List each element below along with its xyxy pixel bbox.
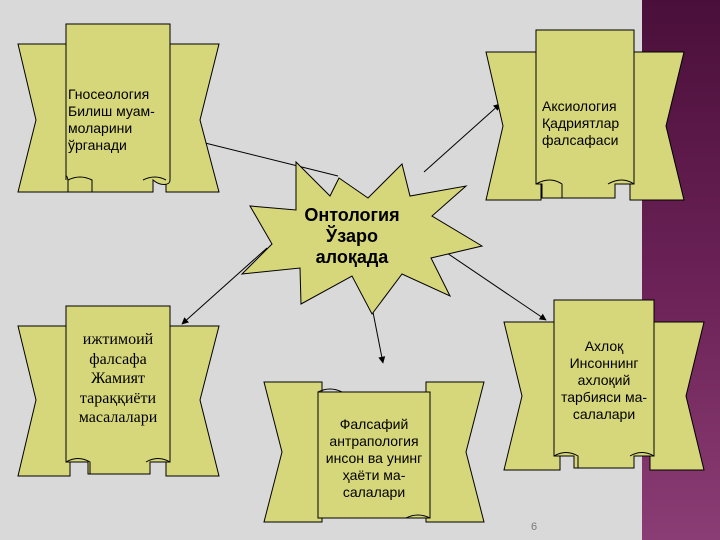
node-axiology-label: Аксиология Қадриятлар фалсафаси <box>542 98 620 149</box>
scroll-banner-anthropology <box>263 381 485 523</box>
arrow-to-social <box>181 247 268 325</box>
scroll-banner-gnoseology <box>17 23 220 193</box>
center-ontology-label: Онтология Ўзаро алоқада <box>304 205 400 268</box>
arrow-to-gnoseology <box>196 139 339 177</box>
arrow-to-axiology <box>423 103 501 173</box>
center-starburst <box>240 160 484 315</box>
scroll-banner-ethics <box>503 299 705 471</box>
node-ethics-label: Ахлоқ Инсоннинг ахлоқий тарбияси ма- сал… <box>560 338 648 423</box>
scroll-banner-social <box>17 305 220 477</box>
node-gnoseology-label: Гносеология Билиш муам- моларини ўрганад… <box>68 86 155 154</box>
page-number: 6 <box>531 521 538 533</box>
node-social-label: ижтимоий фалсафа Жамият тараққиёти масал… <box>78 331 158 427</box>
arrow-to-ethics <box>443 250 547 321</box>
node-anthropology-label: Фалсафий антрапология инсон ва унинг ҳаё… <box>325 416 423 501</box>
scroll-banner-axiology <box>485 29 685 201</box>
